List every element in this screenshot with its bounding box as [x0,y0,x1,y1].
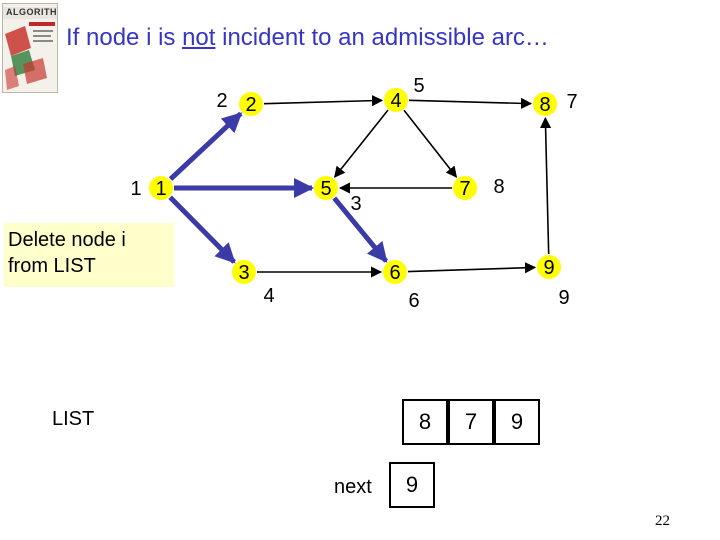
arc-6-to-9 [407,262,537,274]
arc-9-to-8 [539,116,552,255]
note-line-1: Delete node i [8,229,126,251]
delete-node-note: Delete node i from LIST [4,223,174,287]
arc-4-to-7 [403,109,458,178]
node-9-distance-label: 9 [558,287,569,309]
node-2-circle [239,92,263,116]
list-cell-1: 8 [402,399,448,445]
title-part-1: If node i is [66,24,183,51]
arc-1-to-3 [168,195,236,264]
list-cell-2: 7 [448,399,494,445]
node-6-label: 6 [389,262,400,284]
list-label: LIST [52,408,95,430]
node-3-label: 3 [238,262,249,284]
node-4-label: 4 [390,90,401,112]
node-2-distance-label: 2 [216,90,227,112]
node-6-distance-label: 6 [408,290,419,312]
node-4-distance-label: 5 [413,75,424,97]
node-4-circle [384,88,408,112]
arc-5-to-6 [332,196,389,263]
book-cover-art [5,26,53,90]
node-7-label: 7 [459,178,470,200]
list-cell-3: 9 [494,399,540,445]
node-8-circle [533,92,557,116]
title-part-2: incident to an admissible arc… [215,24,549,51]
node-1-distance-label: 1 [130,178,141,200]
node-7-circle [453,176,477,200]
node-6-circle [383,260,407,284]
node-8-label: 8 [539,94,550,116]
book-cover-logo: ALGORITHMS [2,3,58,93]
node-9-circle [537,255,561,279]
node-2-label: 2 [245,94,256,116]
book-cover-text: ALGORITHMS [6,7,57,17]
node-1-circle [149,176,173,200]
node-5-circle [314,176,338,200]
arc-2-to-4 [263,95,384,107]
node-7-distance-label: 8 [493,176,504,198]
page-number: 22 [655,513,670,529]
node-8-distance-label: 7 [566,91,577,113]
arc-1-to-2 [168,111,243,181]
slide-title: If node i is not incident to an admissib… [66,24,549,52]
next-cell: 9 [389,462,435,508]
node-1-label: 1 [155,178,166,200]
node-9-label: 9 [543,257,554,279]
node-5-label: 5 [320,178,331,200]
node-3-circle [232,260,256,284]
node-3-distance-label: 4 [263,285,274,307]
note-line-2: from LIST [8,255,96,277]
arc-4-to-8 [408,97,533,109]
arc-4-to-5 [334,109,389,178]
title-emphasis-not: not [182,24,216,51]
next-label: next [334,476,372,498]
node-5-distance-label: 3 [350,193,361,215]
